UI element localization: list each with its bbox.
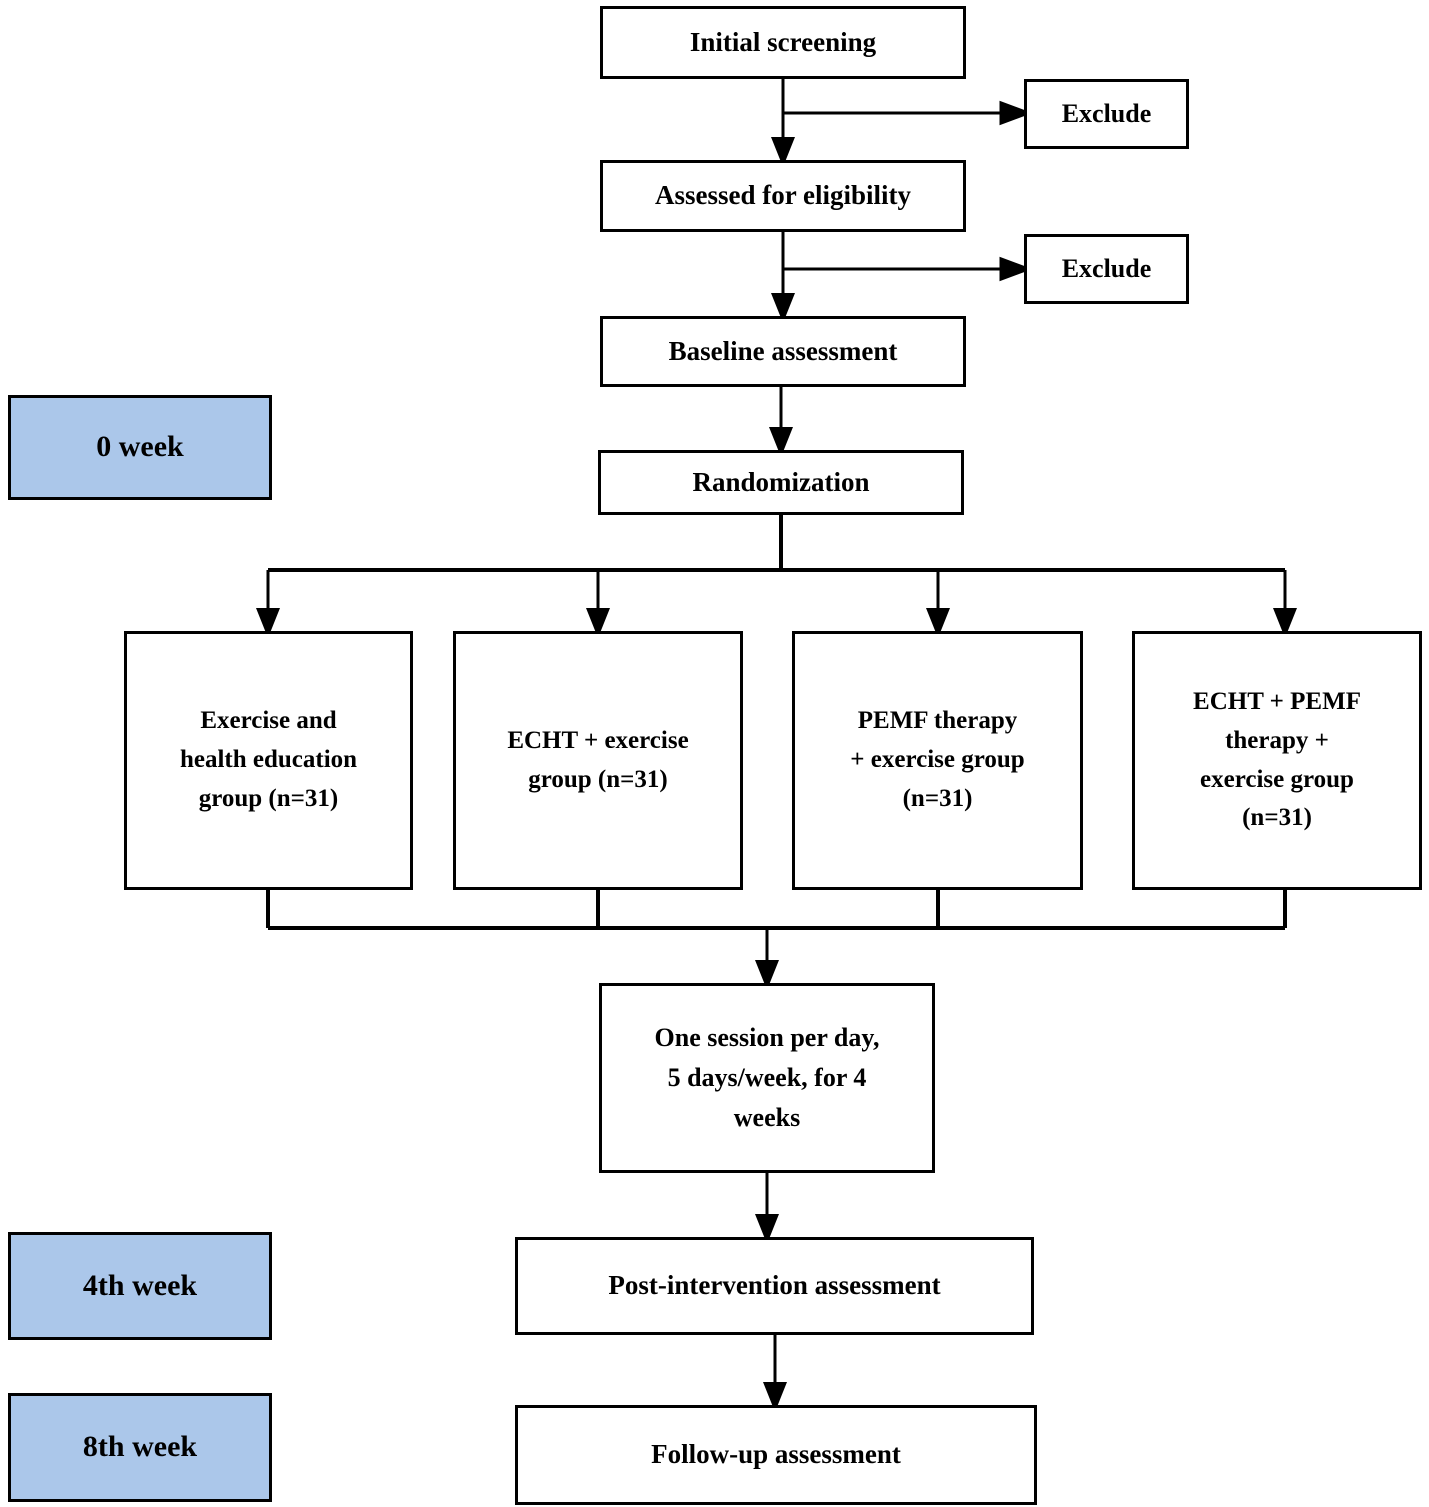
node-group-echt-exercise-label: ECHT + exercise group (n=31): [507, 726, 689, 793]
node-initial-screening[interactable]: Initial screening: [600, 6, 966, 79]
node-initial-screening-label: Initial screening: [689, 26, 877, 57]
node-group-echt-pemf-exercise-label: ECHT + PEMF therapy + exercise group (n=…: [1193, 688, 1361, 832]
node-session-schedule-label: One session per day, 5 days/week, for 4 …: [654, 1022, 880, 1133]
timeline-marker-week-0: 0 week: [8, 395, 272, 500]
node-randomization[interactable]: Randomization: [598, 450, 964, 515]
node-randomization-label: Randomization: [692, 466, 870, 497]
node-exclude-after-eligibility-label: Exclude: [1061, 253, 1152, 283]
timeline-marker-week-4-label: 4th week: [82, 1268, 198, 1302]
node-exclude-after-screening[interactable]: Exclude: [1024, 79, 1189, 149]
node-exclude-after-screening-label: Exclude: [1061, 98, 1152, 128]
node-exclude-after-eligibility[interactable]: Exclude: [1024, 234, 1189, 304]
node-group-echt-exercise[interactable]: ECHT + exercise group (n=31): [453, 631, 743, 890]
node-group-pemf-exercise[interactable]: PEMF therapy + exercise group (n=31): [792, 631, 1083, 890]
timeline-marker-week-8: 8th week: [8, 1393, 272, 1502]
node-post-intervention-assessment[interactable]: Post-intervention assessment: [515, 1237, 1034, 1335]
node-group-pemf-exercise-label: PEMF therapy + exercise group (n=31): [850, 707, 1025, 812]
node-post-intervention-assessment-label: Post-intervention assessment: [608, 1270, 941, 1301]
node-baseline-assessment-label: Baseline assessment: [668, 335, 898, 366]
node-follow-up-assessment-label: Follow-up assessment: [651, 1439, 901, 1470]
node-group-exercise-health-education[interactable]: Exercise and health education group (n=3…: [124, 631, 413, 890]
node-follow-up-assessment[interactable]: Follow-up assessment: [515, 1405, 1037, 1505]
node-assessed-for-eligibility-label: Assessed for eligibility: [655, 180, 911, 211]
node-baseline-assessment[interactable]: Baseline assessment: [600, 316, 966, 387]
timeline-marker-week-8-label: 8th week: [82, 1430, 198, 1464]
node-group-echt-pemf-exercise[interactable]: ECHT + PEMF therapy + exercise group (n=…: [1132, 631, 1422, 890]
node-group-exercise-health-education-label: Exercise and health education group (n=3…: [179, 707, 358, 812]
timeline-marker-week-0-label: 0 week: [96, 430, 184, 464]
node-session-schedule[interactable]: One session per day, 5 days/week, for 4 …: [599, 983, 935, 1173]
node-assessed-for-eligibility[interactable]: Assessed for eligibility: [600, 160, 966, 232]
timeline-marker-week-4: 4th week: [8, 1232, 272, 1340]
